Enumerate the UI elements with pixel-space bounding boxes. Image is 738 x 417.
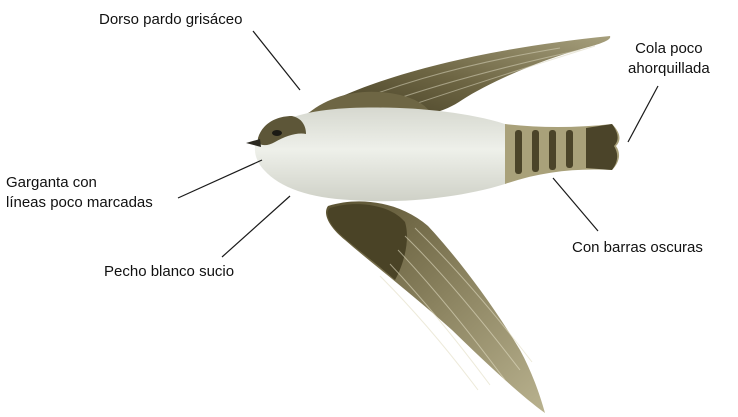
leader-line-pecho bbox=[222, 196, 290, 257]
lower-wing-coverts bbox=[328, 204, 407, 280]
label-barras-text: Con barras oscuras bbox=[572, 239, 703, 256]
eye bbox=[272, 130, 282, 136]
label-garganta-line-1: Garganta con bbox=[6, 173, 153, 193]
leader-line-garganta bbox=[178, 160, 262, 198]
label-pecho-text: Pecho blanco sucio bbox=[104, 263, 234, 280]
label-pecho: Pecho blanco sucio bbox=[104, 262, 234, 282]
beak bbox=[246, 139, 261, 147]
leader-line-cola bbox=[628, 86, 658, 142]
label-dorso: Dorso pardo grisáceo bbox=[99, 10, 242, 30]
label-dorso-text: Dorso pardo grisáceo bbox=[99, 11, 242, 28]
leader-line-dorso bbox=[253, 31, 300, 90]
leader-line-barras bbox=[553, 178, 598, 231]
label-garganta-line-2: líneas poco marcadas bbox=[6, 193, 153, 213]
label-cola: Cola poco ahorquillada bbox=[628, 39, 710, 79]
label-cola-line-1: Cola poco bbox=[628, 39, 710, 59]
label-barras: Con barras oscuras bbox=[572, 238, 703, 258]
label-garganta: Garganta con líneas poco marcadas bbox=[6, 173, 153, 213]
label-cola-line-2: ahorquillada bbox=[628, 59, 710, 79]
